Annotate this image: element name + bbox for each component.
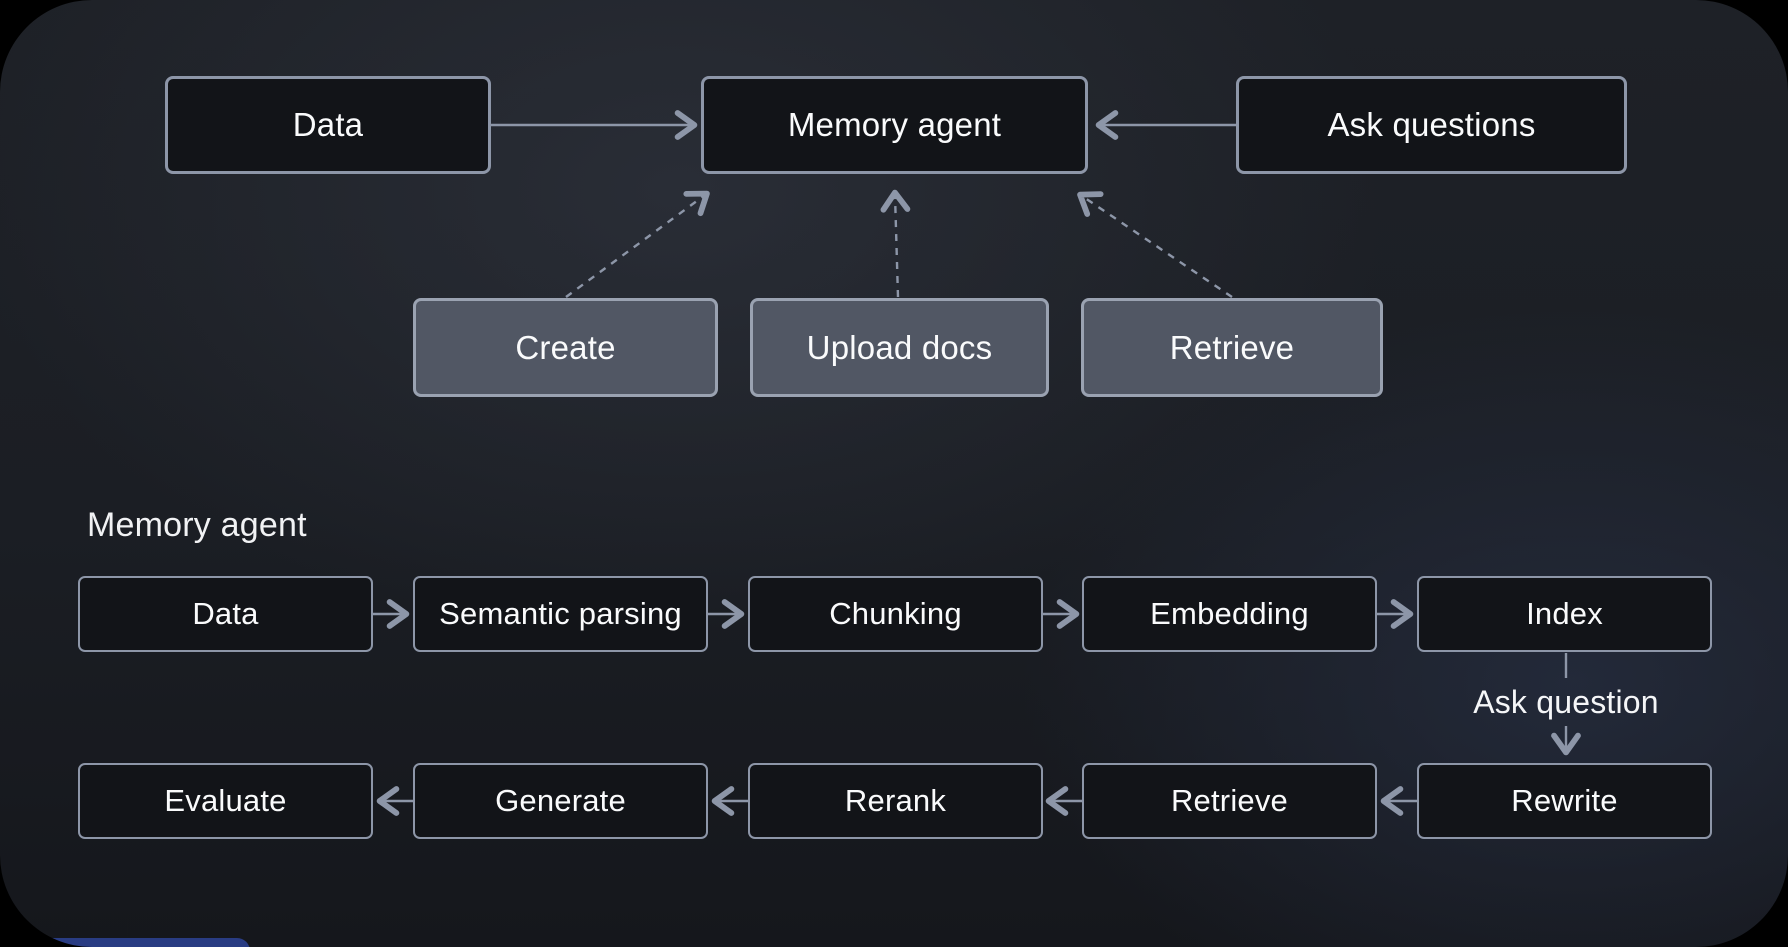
edge-retrieve-to-memory-agent	[1077, 191, 1233, 298]
node-memory-agent: Memory agent	[701, 76, 1088, 174]
section-title-memory-agent: Memory agent	[87, 506, 307, 544]
node-embedding: Embedding	[1082, 576, 1377, 652]
node-ask-questions: Ask questions	[1236, 76, 1627, 174]
node-index: Index	[1417, 576, 1712, 652]
node-upload-docs: Upload docs	[750, 298, 1049, 397]
node-rewrite: Rewrite	[1417, 763, 1712, 839]
node-pipeline-data: Data	[78, 576, 373, 652]
label-ask-question: Ask question	[1473, 684, 1659, 720]
node-evaluate: Evaluate	[78, 763, 373, 839]
node-retrieve-action: Retrieve	[1081, 298, 1383, 397]
node-rerank: Rerank	[748, 763, 1043, 839]
node-chunking: Chunking	[748, 576, 1043, 652]
node-semantic-parsing: Semantic parsing	[413, 576, 708, 652]
edge-create-to-memory-agent	[565, 190, 710, 298]
node-generate: Generate	[413, 763, 708, 839]
node-retrieve-step: Retrieve	[1082, 763, 1377, 839]
node-create: Create	[413, 298, 718, 397]
edge-upload-docs-to-memory-agent	[880, 189, 911, 298]
bottom-accent-shape	[38, 938, 250, 947]
node-data-source: Data	[165, 76, 491, 174]
